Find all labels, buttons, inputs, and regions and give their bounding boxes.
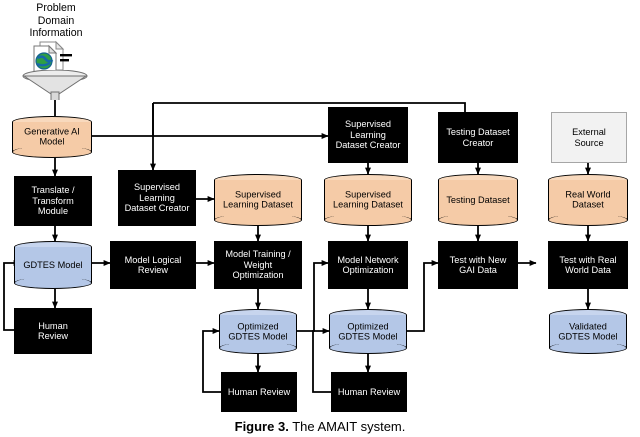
documents-globe-icon — [24, 40, 86, 78]
cylinder-bottom — [438, 214, 518, 226]
cylinder-bottom — [214, 214, 302, 226]
node-gdtes-model[interactable]: GDTES Model — [14, 241, 92, 289]
node-label: Testing Dataset — [446, 194, 510, 205]
node-testing-dataset[interactable]: Testing Dataset — [438, 174, 518, 226]
funnel-icon — [18, 69, 92, 103]
figure-caption: Figure 3. The AMAIT system. — [0, 419, 640, 434]
figure-caption-number: Figure 3. — [234, 419, 289, 434]
cylinder-bottom — [14, 277, 92, 289]
cylinder-bottom — [324, 214, 412, 226]
node-label: GDTES Model — [23, 259, 83, 270]
figure-caption-text: The AMAIT system. — [288, 419, 406, 434]
cylinder-bottom — [219, 342, 297, 354]
node-human-review-3[interactable]: Human Review — [331, 372, 407, 412]
node-human-review-2[interactable]: Human Review — [221, 372, 297, 412]
cylinder-bottom — [549, 342, 627, 354]
cylinder-bottom — [548, 214, 628, 226]
cylinder-bottom — [12, 146, 92, 158]
cylinder-bottom — [329, 342, 407, 354]
